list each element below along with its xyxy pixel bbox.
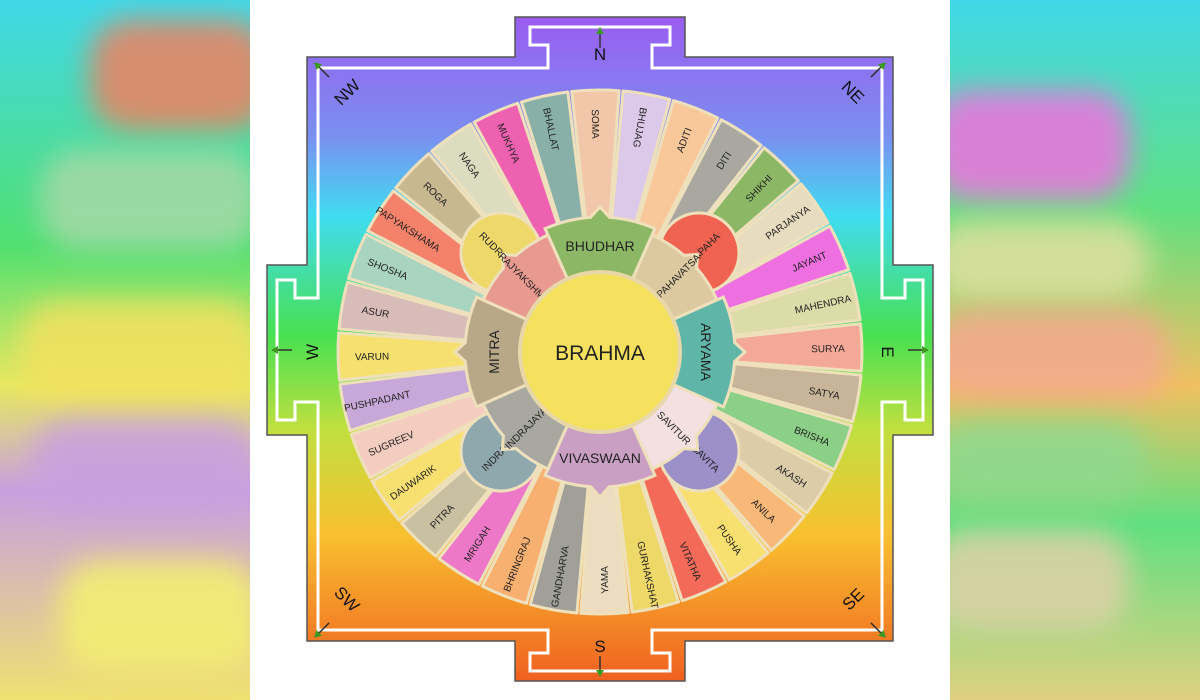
outer-petal-vitatha: VITATHA (638, 462, 728, 603)
direction-arrow-icon (314, 622, 330, 638)
direction-arrow-icon (870, 62, 886, 78)
direction-s: S (594, 637, 605, 656)
outer-petal-pushpadant: PUSHPADANT (338, 366, 480, 433)
outer-petal-label: ASUR (361, 305, 390, 321)
direction-arrow-icon (271, 346, 292, 354)
direction-arrow-icon (314, 62, 330, 78)
direction-arrow-icon (596, 656, 604, 677)
outer-petal-gurhakshat: GURHAKSHAT (614, 472, 681, 614)
inner-petal-mitra: MITRA (452, 295, 538, 409)
svg-text:BHUDHAR: BHUDHAR (565, 238, 634, 254)
outer-petal-label: VARUN (355, 352, 389, 364)
outer-petal-jayant: JAYANT (710, 224, 851, 314)
outer-petal-label: SOMA (589, 109, 601, 139)
direction-w: W (303, 344, 322, 360)
svg-text:MITRA: MITRA (486, 330, 502, 374)
direction-arrow-icon (908, 346, 929, 354)
inner-petal-vivaswaan: VIVASWAAN (543, 414, 657, 500)
svg-text:ARYAMA: ARYAMA (698, 323, 714, 381)
direction-arrow-icon (870, 622, 886, 638)
inner-petal-bhudhar: BHUDHAR (543, 204, 657, 290)
blurred-background-left (0, 0, 250, 700)
outer-petal-label: SURYA (811, 344, 845, 356)
outer-petal-mukhya: MUKHYA (472, 101, 562, 242)
frame-inner-line (275, 25, 925, 673)
direction-e: E (878, 346, 897, 357)
outer-petal-label: YAMA (600, 566, 611, 594)
brahma-label: BRAHMA (555, 342, 645, 365)
svg-text:VIVASWAAN: VIVASWAAN (559, 450, 641, 466)
blurred-background-right (950, 0, 1200, 700)
direction-arrow-icon (596, 27, 604, 48)
direction-n: N (594, 45, 606, 64)
outer-petal-mahendra: MAHENDRA (720, 271, 862, 338)
brahma-circle (518, 270, 682, 434)
inner-petal-aryama: ARYAMA (662, 295, 748, 409)
